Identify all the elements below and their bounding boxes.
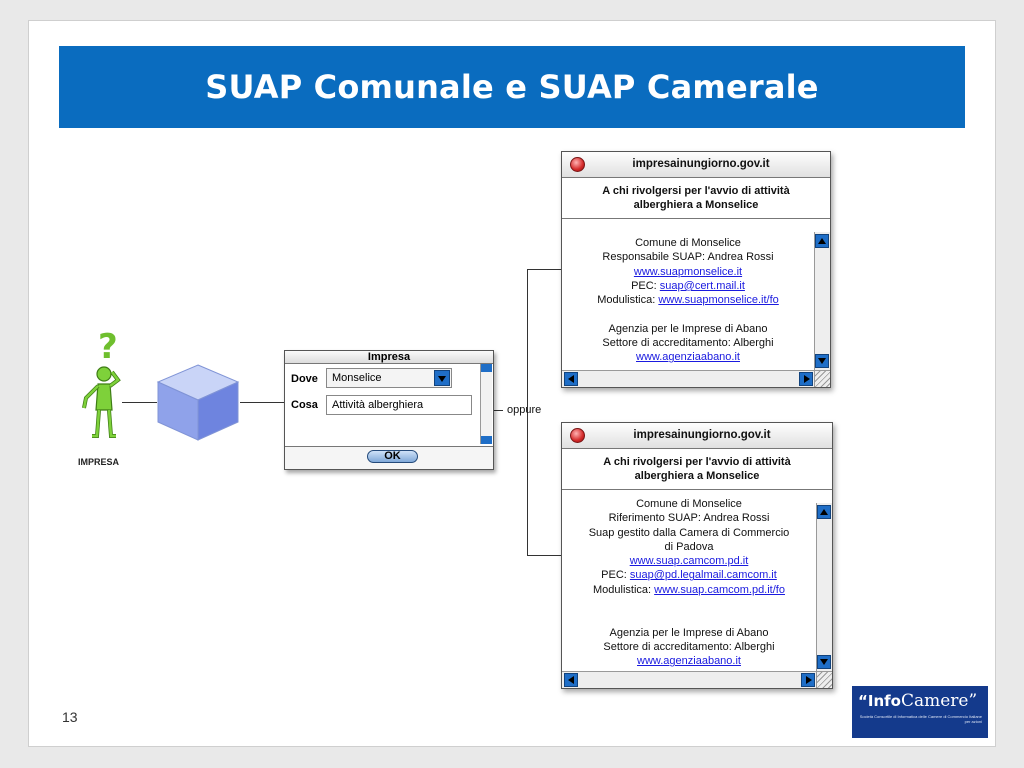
resize-grip-icon[interactable] (814, 370, 830, 387)
person-question-icon: ? (82, 330, 121, 438)
content-line: PEC: suap@pd.legalmail.camcom.it (562, 568, 816, 582)
connector-dialog-oppure (494, 410, 503, 411)
question-mark-text: ? (98, 330, 118, 367)
scroll-up-icon[interactable] (815, 234, 829, 248)
line-prefix: Modulistica: (597, 294, 659, 307)
connector-branch-bottom (527, 555, 563, 556)
content-line: di Padova (664, 540, 714, 553)
dialog-title: Impresa (285, 351, 493, 364)
content-link[interactable]: www.agenziaabano.it (636, 351, 740, 364)
logo-brand-prefix: “Info (858, 692, 901, 710)
cosa-label: Cosa (291, 399, 318, 411)
content-line: Agenzia per le Imprese di Abano (608, 322, 768, 335)
line-prefix: Modulistica: (593, 583, 655, 596)
content-link[interactable]: suap@pd.legalmail.camcom.it (629, 569, 777, 582)
content-link[interactable]: www.suap.camcom.pd.it (629, 555, 749, 568)
line-prefix: PEC: (601, 569, 630, 582)
logo-brand-suffix: Camere” (900, 691, 978, 711)
dove-select-value: Monselice (332, 372, 382, 384)
window-question: A chi rivolgersi per l'avvio di attività… (562, 178, 830, 219)
content-link[interactable]: suap@cert.mail.it (659, 279, 745, 292)
scroll-down-icon[interactable] (481, 436, 492, 444)
browser-window-bottom: impresainungiorno.gov.it A chi rivolgers… (561, 422, 833, 689)
content-line: Riferimento SUAP: Andrea Rossi (608, 512, 770, 525)
scroll-left-icon[interactable] (564, 673, 578, 687)
vertical-scrollbar[interactable] (814, 232, 830, 370)
content-line: Responsabile SUAP: Andrea Rossi (602, 251, 774, 264)
page-number: 13 (62, 709, 78, 725)
window-titlebar: impresainungiorno.gov.it (562, 423, 832, 449)
vertical-scrollbar[interactable] (816, 503, 832, 671)
content-line: PEC: suap@cert.mail.it (562, 279, 814, 293)
content-line (562, 597, 816, 611)
content-line: www.suap.camcom.pd.it (562, 554, 816, 568)
content-line: Suap gestito dalla Camera di Commercio (588, 526, 790, 539)
content-link[interactable]: www.suapmonselice.it/fo (658, 294, 779, 307)
dialog-scrollbar[interactable] (480, 364, 492, 444)
scroll-down-icon[interactable] (815, 354, 829, 368)
content-line: Settore di accreditamento: Alberghi (603, 640, 775, 653)
content-line: www.agenziaabano.it (562, 350, 814, 364)
content-line: www.agenziaabano.it (562, 654, 816, 668)
connector-branch-top (527, 269, 563, 270)
scroll-up-icon[interactable] (481, 364, 492, 372)
impresa-label: IMPRESA (78, 457, 120, 467)
line-prefix: PEC: (631, 279, 660, 292)
window-question: A chi rivolgersi per l'avvio di attività… (562, 449, 832, 490)
connector-cube-dialog (240, 402, 285, 403)
oppure-label: oppure (507, 404, 542, 416)
content-link[interactable]: www.agenziaabano.it (637, 655, 741, 668)
connector-branch-vertical (527, 269, 528, 556)
close-icon[interactable] (570, 157, 585, 172)
content-line: Comune di Monselice (635, 237, 741, 249)
cube-icon (156, 364, 240, 441)
content-link[interactable]: www.suapmonselice.it (633, 265, 743, 278)
scroll-up-icon[interactable] (817, 505, 831, 519)
close-icon[interactable] (570, 428, 585, 443)
content-line: www.suapmonselice.it (562, 265, 814, 279)
horizontal-scrollbar[interactable] (562, 370, 815, 387)
scroll-left-icon[interactable] (564, 372, 578, 386)
window-url: impresainungiorno.gov.it (632, 158, 770, 170)
scroll-right-icon[interactable] (801, 673, 815, 687)
window-url: impresainungiorno.gov.it (633, 429, 771, 441)
scroll-right-icon[interactable] (799, 372, 813, 386)
content-line: Modulistica: www.suap.camcom.pd.it/fo (562, 583, 816, 597)
content-line (562, 307, 814, 321)
resize-grip-icon[interactable] (816, 671, 832, 688)
title-bar: SUAP Comunale e SUAP Camerale (59, 46, 965, 128)
content-line (562, 611, 816, 625)
dove-label: Dove (291, 373, 318, 385)
browser-window-top: impresainungiorno.gov.it A chi rivolgers… (561, 151, 831, 388)
content-line: Settore di accreditamento: Alberghi (602, 337, 774, 350)
dove-select[interactable]: Monselice (326, 368, 452, 388)
content-line: Comune di Monselice (636, 498, 742, 510)
horizontal-scrollbar[interactable] (562, 671, 817, 688)
content-line: Modulistica: www.suapmonselice.it/fo (562, 293, 814, 307)
logo-tagline: Società Consortile di Informatica delle … (859, 714, 982, 724)
cosa-input[interactable]: Attività alberghiera (326, 395, 472, 415)
scroll-down-icon[interactable] (817, 655, 831, 669)
slide-title: SUAP Comunale e SUAP Camerale (205, 68, 819, 106)
infocamere-logo: “InfoCamere” Società Consortile di Infor… (852, 686, 988, 738)
connector-person-cube (122, 402, 157, 403)
window-titlebar: impresainungiorno.gov.it (562, 152, 830, 178)
ok-button[interactable]: OK (367, 450, 418, 463)
content-line: Agenzia per le Imprese di Abano (609, 626, 769, 639)
chevron-down-icon[interactable] (434, 370, 450, 386)
logo-wordmark: “InfoCamere” (858, 691, 982, 711)
content-link[interactable]: www.suap.camcom.pd.it/fo (654, 583, 785, 596)
